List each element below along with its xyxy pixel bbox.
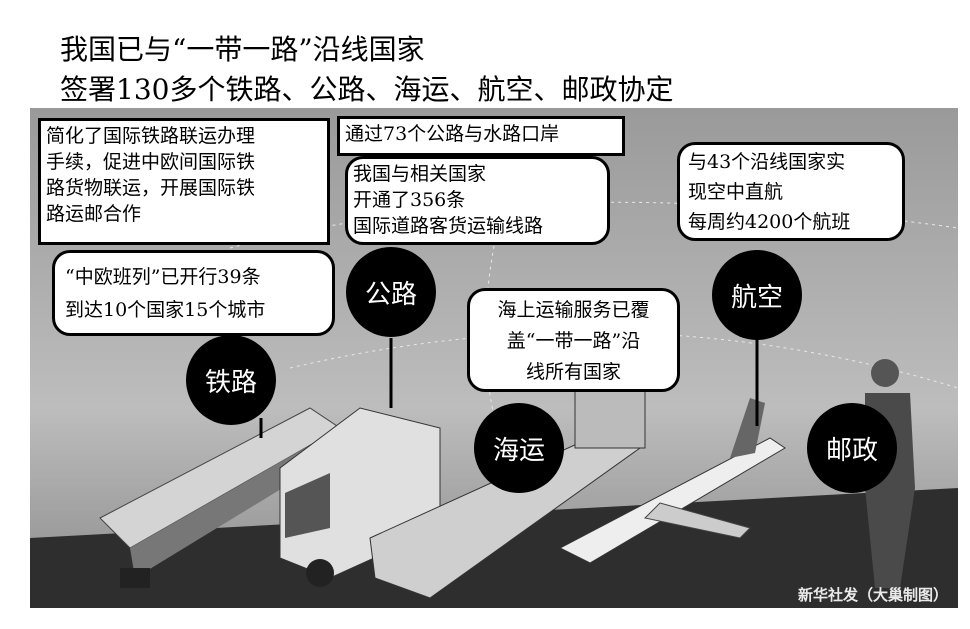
callout-sea: 海上运输服务已覆 盖“一带一路”沿 线所有国家 <box>467 288 680 392</box>
callout-line: 海上运输服务已覆 <box>497 299 650 321</box>
callout-line: 线所有国家 <box>525 361 621 383</box>
label-rail: 铁路 <box>186 335 276 425</box>
callout-line: “中欧班列”已开行39条 <box>65 266 261 288</box>
callout-line: 与43个沿线国家实 <box>688 151 846 173</box>
callout-line: 盖“一带一路”沿 <box>506 330 641 352</box>
callout-road-lines: 我国与相关国家 开通了356条 国际道路客货运输线路 <box>345 156 610 245</box>
callout-line: 路运邮合作 <box>46 203 142 225</box>
callout-line: 到达10个国家15个城市 <box>65 299 266 321</box>
callout-line: 简化了国际铁路联运办理 <box>46 125 256 147</box>
title-line-1: 我国已与“一带一路”沿线国家 <box>60 33 425 66</box>
label-post: 邮政 <box>807 403 897 493</box>
callout-line: 手续，促进中欧间国际铁 <box>46 151 256 173</box>
callout-road-ports: 通过73个公路与水路口岸 <box>337 116 625 156</box>
credit-text: 新华社发（大巢制图） <box>797 586 948 604</box>
label-road: 公路 <box>346 247 436 337</box>
callout-line: 现空中直航 <box>688 181 784 203</box>
callout-china-europe-trains: “中欧班列”已开行39条 到达10个国家15个城市 <box>52 250 335 336</box>
label-sea: 海运 <box>474 403 564 493</box>
cargo-ship <box>369 387 646 599</box>
callout-line: 路货物联运，开展国际铁 <box>46 177 256 199</box>
callout-line: 开通了356条 <box>353 189 466 211</box>
callout-line: 我国与相关国家 <box>353 163 487 185</box>
callout-line: 每周约4200个航班 <box>688 211 851 233</box>
label-air: 航空 <box>712 250 802 340</box>
callout-rail-cooperation: 简化了国际铁路联运办理 手续，促进中欧间国际铁 路货物联运，开展国际铁 路运邮合… <box>38 118 330 245</box>
title-line-2: 签署130多个铁路、公路、海运、航空、邮政协定 <box>60 73 674 106</box>
callout-air: 与43个沿线国家实 现空中直航 每周约4200个航班 <box>677 142 905 241</box>
callout-line: 国际道路客货运输线路 <box>353 215 544 237</box>
